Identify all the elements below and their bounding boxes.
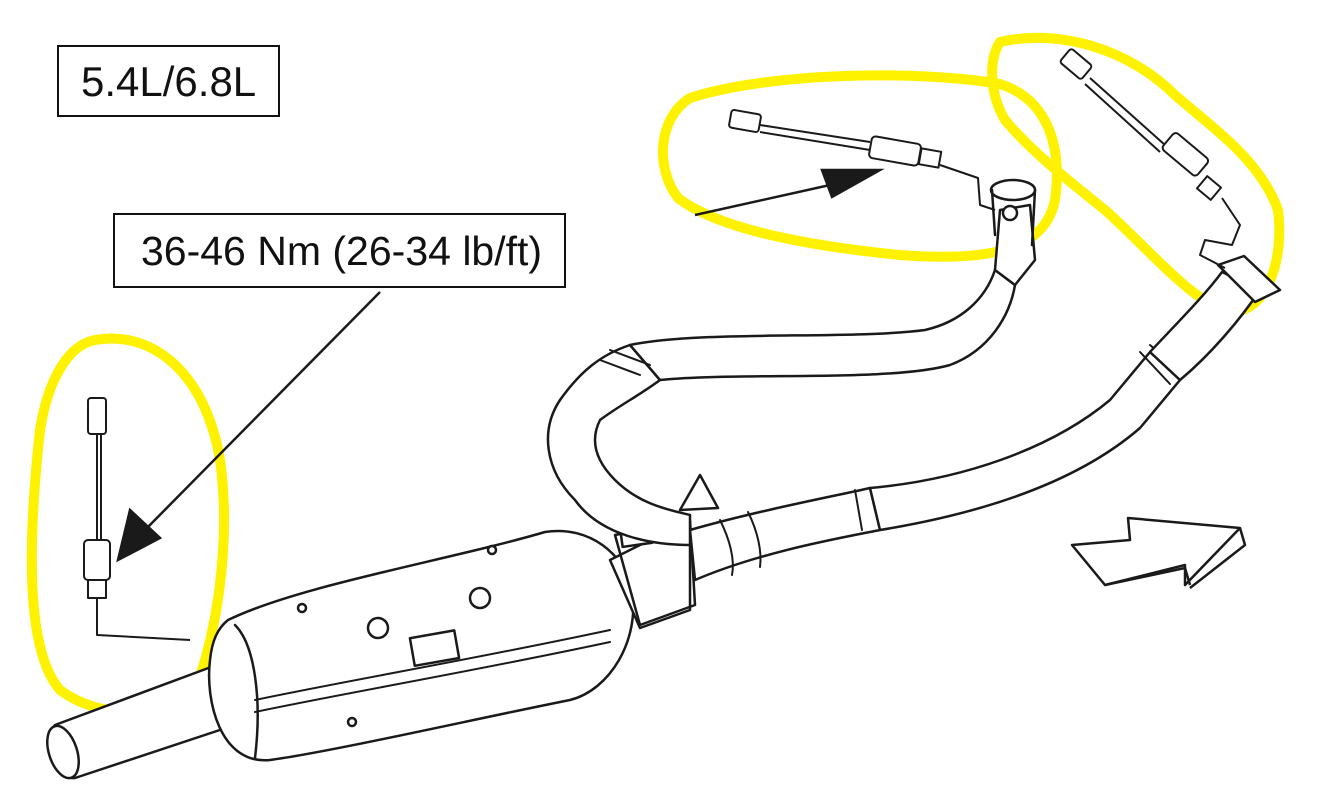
oxygen-sensor-icon-middle [728, 109, 996, 211]
exhaust-system [46, 178, 1282, 780]
arrowhead-upper [820, 168, 885, 199]
arrowhead-lower [116, 507, 163, 563]
oxygen-sensors [83, 48, 1241, 641]
engine-size-label: 5.4L/6.8L [57, 45, 281, 117]
callout-leaders [116, 168, 885, 563]
torque-spec-label: 36-46 Nm (26-34 lb/ft) [113, 213, 567, 288]
forward-arrow-icon [1070, 516, 1247, 589]
oxygen-sensor-icon-right [1059, 48, 1241, 269]
oxygen-sensor-icon-left [83, 397, 191, 641]
